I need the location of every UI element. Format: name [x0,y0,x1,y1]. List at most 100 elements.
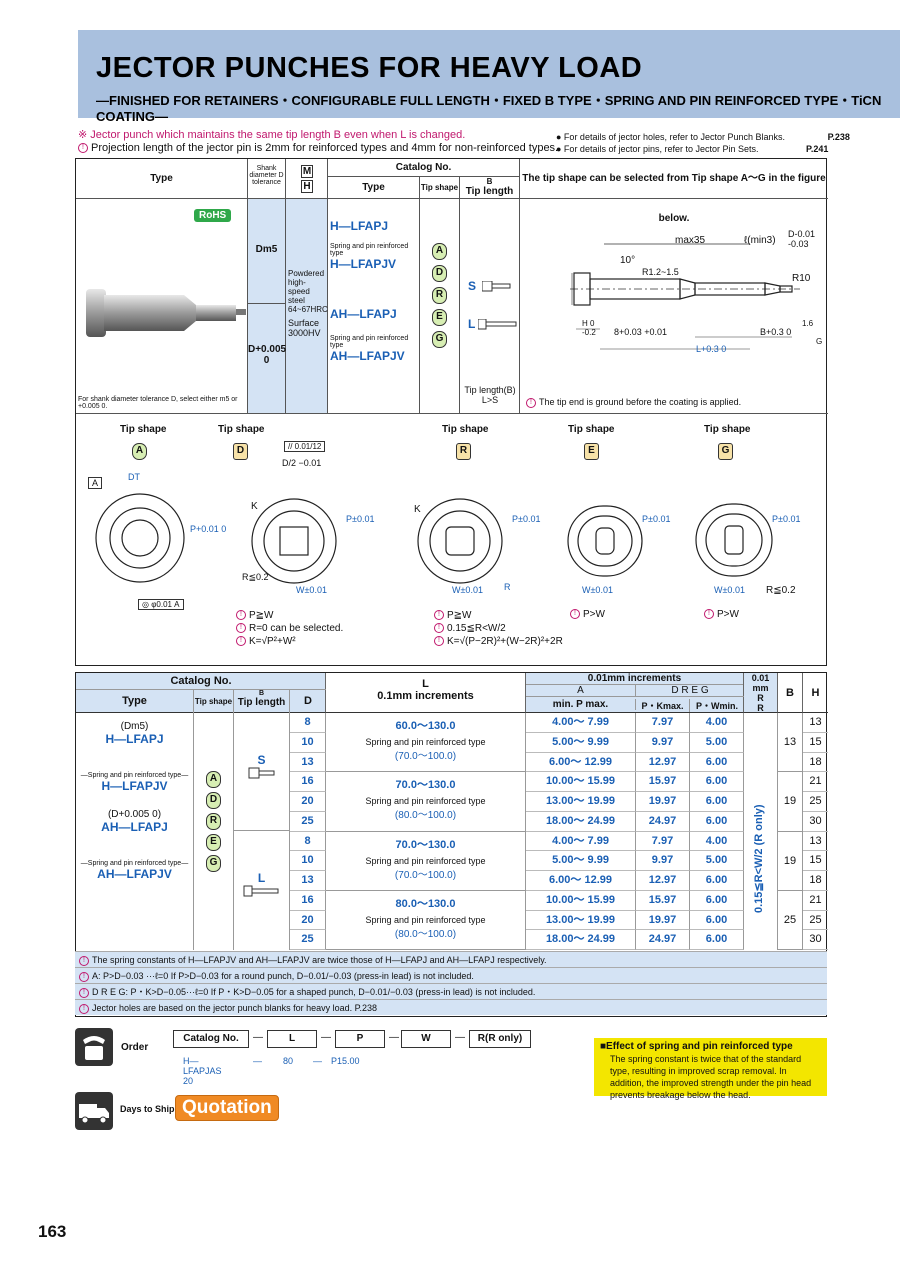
row-d: 8 [290,831,326,852]
t-p-header: 0.01mm increments A D R E G min. P max. … [526,673,744,713]
t-tip-d: D [206,792,221,809]
tip-d-badge: D [432,265,447,282]
row-h: 25 [803,792,828,812]
a-concentricity: ◎ φ0.01 A [138,599,184,610]
row-d: 13 [290,871,326,891]
row-p-range: 10.00～ 15.99 [526,772,636,792]
order-dash-1: — [253,1032,263,1043]
b-value: 13 [778,713,803,773]
dim-g: G [816,337,823,346]
note-2: !Projection length of the jector pin is … [78,142,558,155]
cat-h-lfapj[interactable]: H—LFAPJ [330,219,389,233]
catalog-header: Catalog No. [328,159,520,177]
row-pk-max: 24.97 [636,811,690,832]
r-notes: !P≧W !0.15≦R<W/2 !K=√(P−2R)²+(W−2R)²+2R [434,609,563,648]
tip-header-r: Tip shape [442,424,489,435]
ref-page-2[interactable]: P.241 [806,144,829,154]
dim-r10: R10 [792,273,811,284]
row-p-range: 13.00～ 19.99 [526,792,636,812]
d-parallel: // 0.01/12 [284,441,326,452]
footnote-2: !A: P>D−0.03 ···ℓ=0 If P>D−0.03 for a ro… [75,967,827,983]
order-p-box: P [335,1030,385,1048]
cat-ah-lfapjv[interactable]: AH—LFAPJV [330,349,405,363]
r-p: P±0.01 [512,514,541,524]
t-h-lfapj[interactable]: H—LFAPJ [105,732,164,746]
order-dash-3: — [389,1032,399,1043]
t-catalog-header: Catalog No. [76,673,326,690]
tip-r-badge: R [432,287,447,304]
dim-h: H 0 -0.2 [582,319,596,337]
order-catalog-box: Catalog No. [173,1030,249,1048]
order-ex-l: 80 [283,1056,294,1066]
r-range: 0.15≦R<W/2 (R only) [753,804,765,913]
t-h-lfapjv[interactable]: H—LFAPJV [101,779,168,793]
material-header: M H [286,159,328,199]
t-d-header: D [304,695,312,707]
row-pk-max: 24.97 [636,930,690,950]
shape-e-badge: E [584,443,599,460]
row-pw-min: 6.00 [690,752,744,773]
row-pk-max: 7.97 [636,713,690,733]
t-ah-lfapj[interactable]: AH—LFAPJ [101,820,168,834]
spec-table: Type Shank diameter D tolerance M H Cata… [75,158,828,666]
material-cell: Powdered high-speed steel 64~67HRC Surfa… [286,199,328,414]
row-pk-max: 19.97 [636,910,690,931]
g-notes: !P>W [704,609,739,620]
t-l-cell: L [234,831,290,950]
row-pw-min: 6.00 [690,930,744,950]
type-header: Type [76,159,248,199]
dim-10deg: 10° [620,255,636,266]
row-p-range: 10.00～ 15.99 [526,890,636,911]
cat-ah-lfapj[interactable]: AH—LFAPJ [330,307,397,321]
dim-d: D-0.01 -0.03 [788,229,816,249]
footnote-1: !The spring constants of H—LFAPJV and AH… [75,951,827,967]
page-subtitle: —FINISHED FOR RETAINERS・CONFIGURABLE FUL… [96,93,882,124]
row-d: 20 [290,792,326,812]
t-s-cell: S [234,713,290,831]
row-pk-max: 9.97 [636,851,690,871]
row-h: 30 [803,812,828,832]
d-p: P±0.01 [346,514,375,524]
t-type-header: Type [76,690,194,713]
tip-header-a: Tip shape [120,424,167,435]
order-ex-dash-2: — [313,1056,322,1066]
row-pw-min: 6.00 [690,871,744,891]
ref-page-1[interactable]: P.238 [827,132,850,142]
row-h: 15 [803,733,828,753]
b-value: 25 [778,890,803,950]
cat-type-header: Type [328,177,420,199]
row-p-range: 6.00～ 12.99 [526,752,636,773]
l-main: 70.0～130.0 [395,838,456,851]
row-pw-min: 5.00 [690,732,744,753]
t-tip-g: G [206,855,221,872]
tip-g-badge: G [432,331,447,348]
row-p-range: 18.00～ 24.99 [526,930,636,950]
t-ah-lfapjv[interactable]: AH—LFAPJV [97,867,172,881]
l-spr: (80.0～100.0) [394,928,457,940]
t-type-cell: (Dm5) H—LFAPJ —Spring and pin reinforced… [76,713,194,950]
r-k: K [414,504,421,515]
r-w: W±0.01 [452,585,483,595]
quotation-button[interactable]: Quotation [175,1095,279,1121]
r-r: R [504,582,511,592]
row-d: 25 [290,811,326,832]
row-pk-max: 15.97 [636,772,690,792]
effect-body: The spring constant is twice that of the… [610,1054,812,1100]
dtol-cell: D+0.005 0 [248,304,286,414]
row-pw-min: 6.00 [690,811,744,832]
l-spr-label: Spring and pin reinforced type [365,796,486,807]
d-w: W±0.01 [296,585,327,595]
punch-photo [86,289,246,337]
tip-length-cell: S L Tip length(B) L>S [460,199,520,414]
order-w-box: W [401,1030,451,1048]
l-spr: (70.0～100.0) [394,869,457,881]
row-pk-max: 12.97 [636,871,690,891]
e-notes: !P>W [570,609,605,620]
l-spr: (80.0～100.0) [394,810,457,822]
row-h: 21 [803,891,828,911]
cat-h-lfapjv[interactable]: H—LFAPJV [330,257,397,271]
tip-select-note: The tip shape can be selected from Tip s… [520,159,828,224]
d-notes: !P≧W !R=0 can be selected. !K=√P²+W² [236,609,343,648]
shank-header: Shank diameter D tolerance [248,159,286,199]
